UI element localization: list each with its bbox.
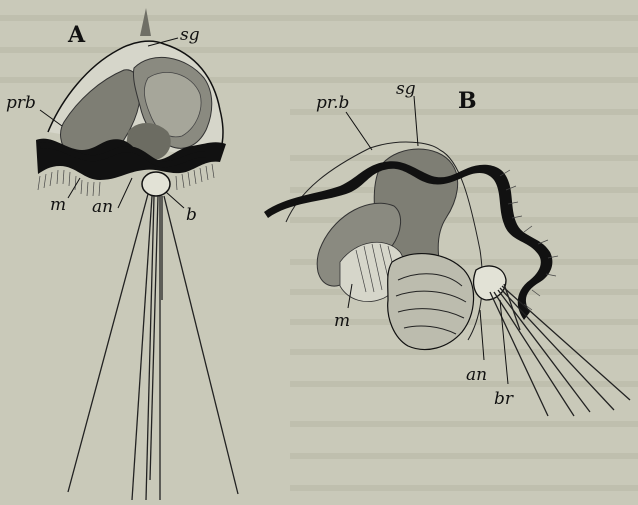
- panel-b-label-an: an: [466, 365, 487, 385]
- panel-a-label-an: an: [92, 197, 113, 217]
- panel-a-label-b: b: [186, 205, 197, 225]
- panel-b: B pr.b sg m an br: [264, 79, 630, 416]
- panel-a-label-m: m: [50, 195, 66, 215]
- panel-b-segmented-foot: [388, 254, 474, 350]
- panel-b-label-m: m: [334, 311, 350, 331]
- panel-b-letter: B: [458, 88, 477, 114]
- panel-a-apical-spike: [140, 8, 151, 36]
- panel-a-label-prb: prb: [6, 93, 36, 113]
- panel-a-label-sg: sg: [180, 25, 200, 45]
- panel-b-label-br: br: [494, 389, 514, 409]
- panel-a-bristles: [68, 194, 238, 500]
- panel-b-label-prb: pr.b: [316, 93, 349, 113]
- panel-b-label-sg: sg: [396, 79, 416, 99]
- panel-a-letter: A: [67, 22, 86, 48]
